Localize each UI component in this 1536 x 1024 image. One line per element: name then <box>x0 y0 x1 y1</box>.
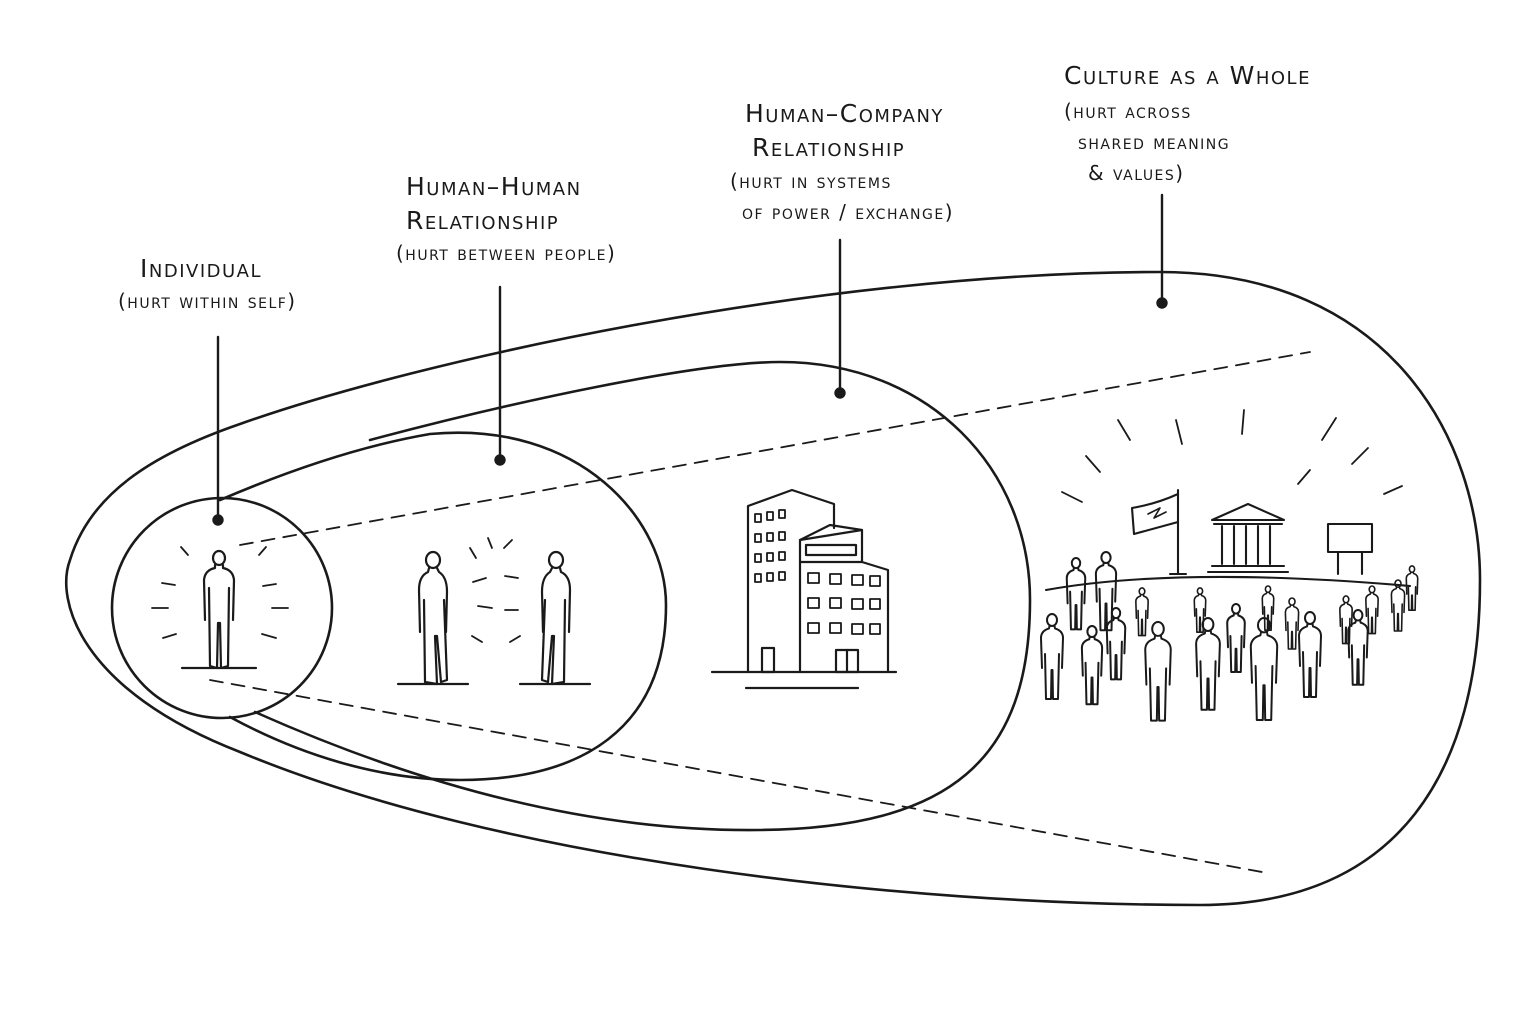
crowd-person <box>1261 585 1275 631</box>
crowd-person <box>1347 609 1369 686</box>
label-individual-subtitle: (hurt within self) <box>118 289 297 313</box>
culture-boundary <box>64 270 1482 907</box>
crowd-person <box>1040 613 1064 700</box>
person-icon <box>180 549 258 670</box>
label-human-human: Human–Human Relationship (hurt between p… <box>396 170 616 269</box>
label-human-company-title-1: Human–Company <box>745 99 944 128</box>
crowd-person <box>1135 587 1149 637</box>
crowd-person <box>1298 611 1322 698</box>
label-individual-title: Individual <box>140 254 263 283</box>
crowd-person <box>1339 595 1353 645</box>
radiating-lines <box>151 546 289 639</box>
label-human-human-title-2: Relationship <box>406 206 560 235</box>
leader-dot-human-human <box>494 454 506 466</box>
crowd-person <box>1094 551 1118 632</box>
billboard-icon <box>1326 522 1374 576</box>
label-culture: Culture as a Whole (hurt across shared m… <box>1064 56 1311 189</box>
leader-dot-human-company <box>834 387 846 399</box>
label-human-human-subtitle: (hurt between people) <box>396 241 617 265</box>
label-human-company-subtitle-1: (hurt in systems <box>730 169 892 193</box>
crowd-person <box>1405 565 1419 611</box>
crowd-person <box>1284 597 1300 650</box>
crowd-person <box>1065 557 1087 631</box>
crowd-person <box>1390 579 1406 632</box>
label-culture-subtitle-3: & values) <box>1088 161 1185 185</box>
flag-icon <box>1130 488 1188 576</box>
crowd-person <box>1080 625 1104 706</box>
label-culture-title: Culture as a Whole <box>1064 61 1311 90</box>
crowd-person <box>1226 603 1246 673</box>
two-people-icon <box>396 550 592 686</box>
hill-line <box>1044 575 1412 592</box>
label-individual: Individual (hurt within self) <box>118 252 297 317</box>
crowd-person <box>1249 617 1279 721</box>
leader-dot-culture <box>1156 297 1168 309</box>
leader-dot-individual <box>212 514 224 526</box>
crowd-icon <box>1040 551 1419 722</box>
label-human-company: Human–Company Relationship (hurt in syst… <box>730 98 954 228</box>
relationship-boundary <box>218 431 668 782</box>
company-boundary <box>253 360 1032 832</box>
label-culture-subtitle-1: (hurt across <box>1064 99 1192 123</box>
crowd-person <box>1195 617 1221 711</box>
tension-lines <box>469 537 521 643</box>
perspective-line-top <box>239 351 1311 546</box>
label-culture-subtitle-2: shared meaning <box>1078 130 1231 154</box>
individual-boundary <box>110 496 334 720</box>
crowd-person <box>1365 585 1379 635</box>
crowd-person <box>1105 607 1127 681</box>
label-human-company-title-2: Relationship <box>752 133 906 162</box>
crowd-person <box>1193 587 1207 633</box>
label-human-human-title-1: Human–Human <box>406 172 582 201</box>
perspective-line-bottom <box>209 679 1263 873</box>
culture-sunburst <box>1061 409 1403 503</box>
office-building-icon <box>710 488 898 690</box>
label-human-company-subtitle-2: of power / exchange) <box>742 200 955 224</box>
government-building-icon <box>1206 502 1290 574</box>
crowd-person <box>1144 621 1172 722</box>
